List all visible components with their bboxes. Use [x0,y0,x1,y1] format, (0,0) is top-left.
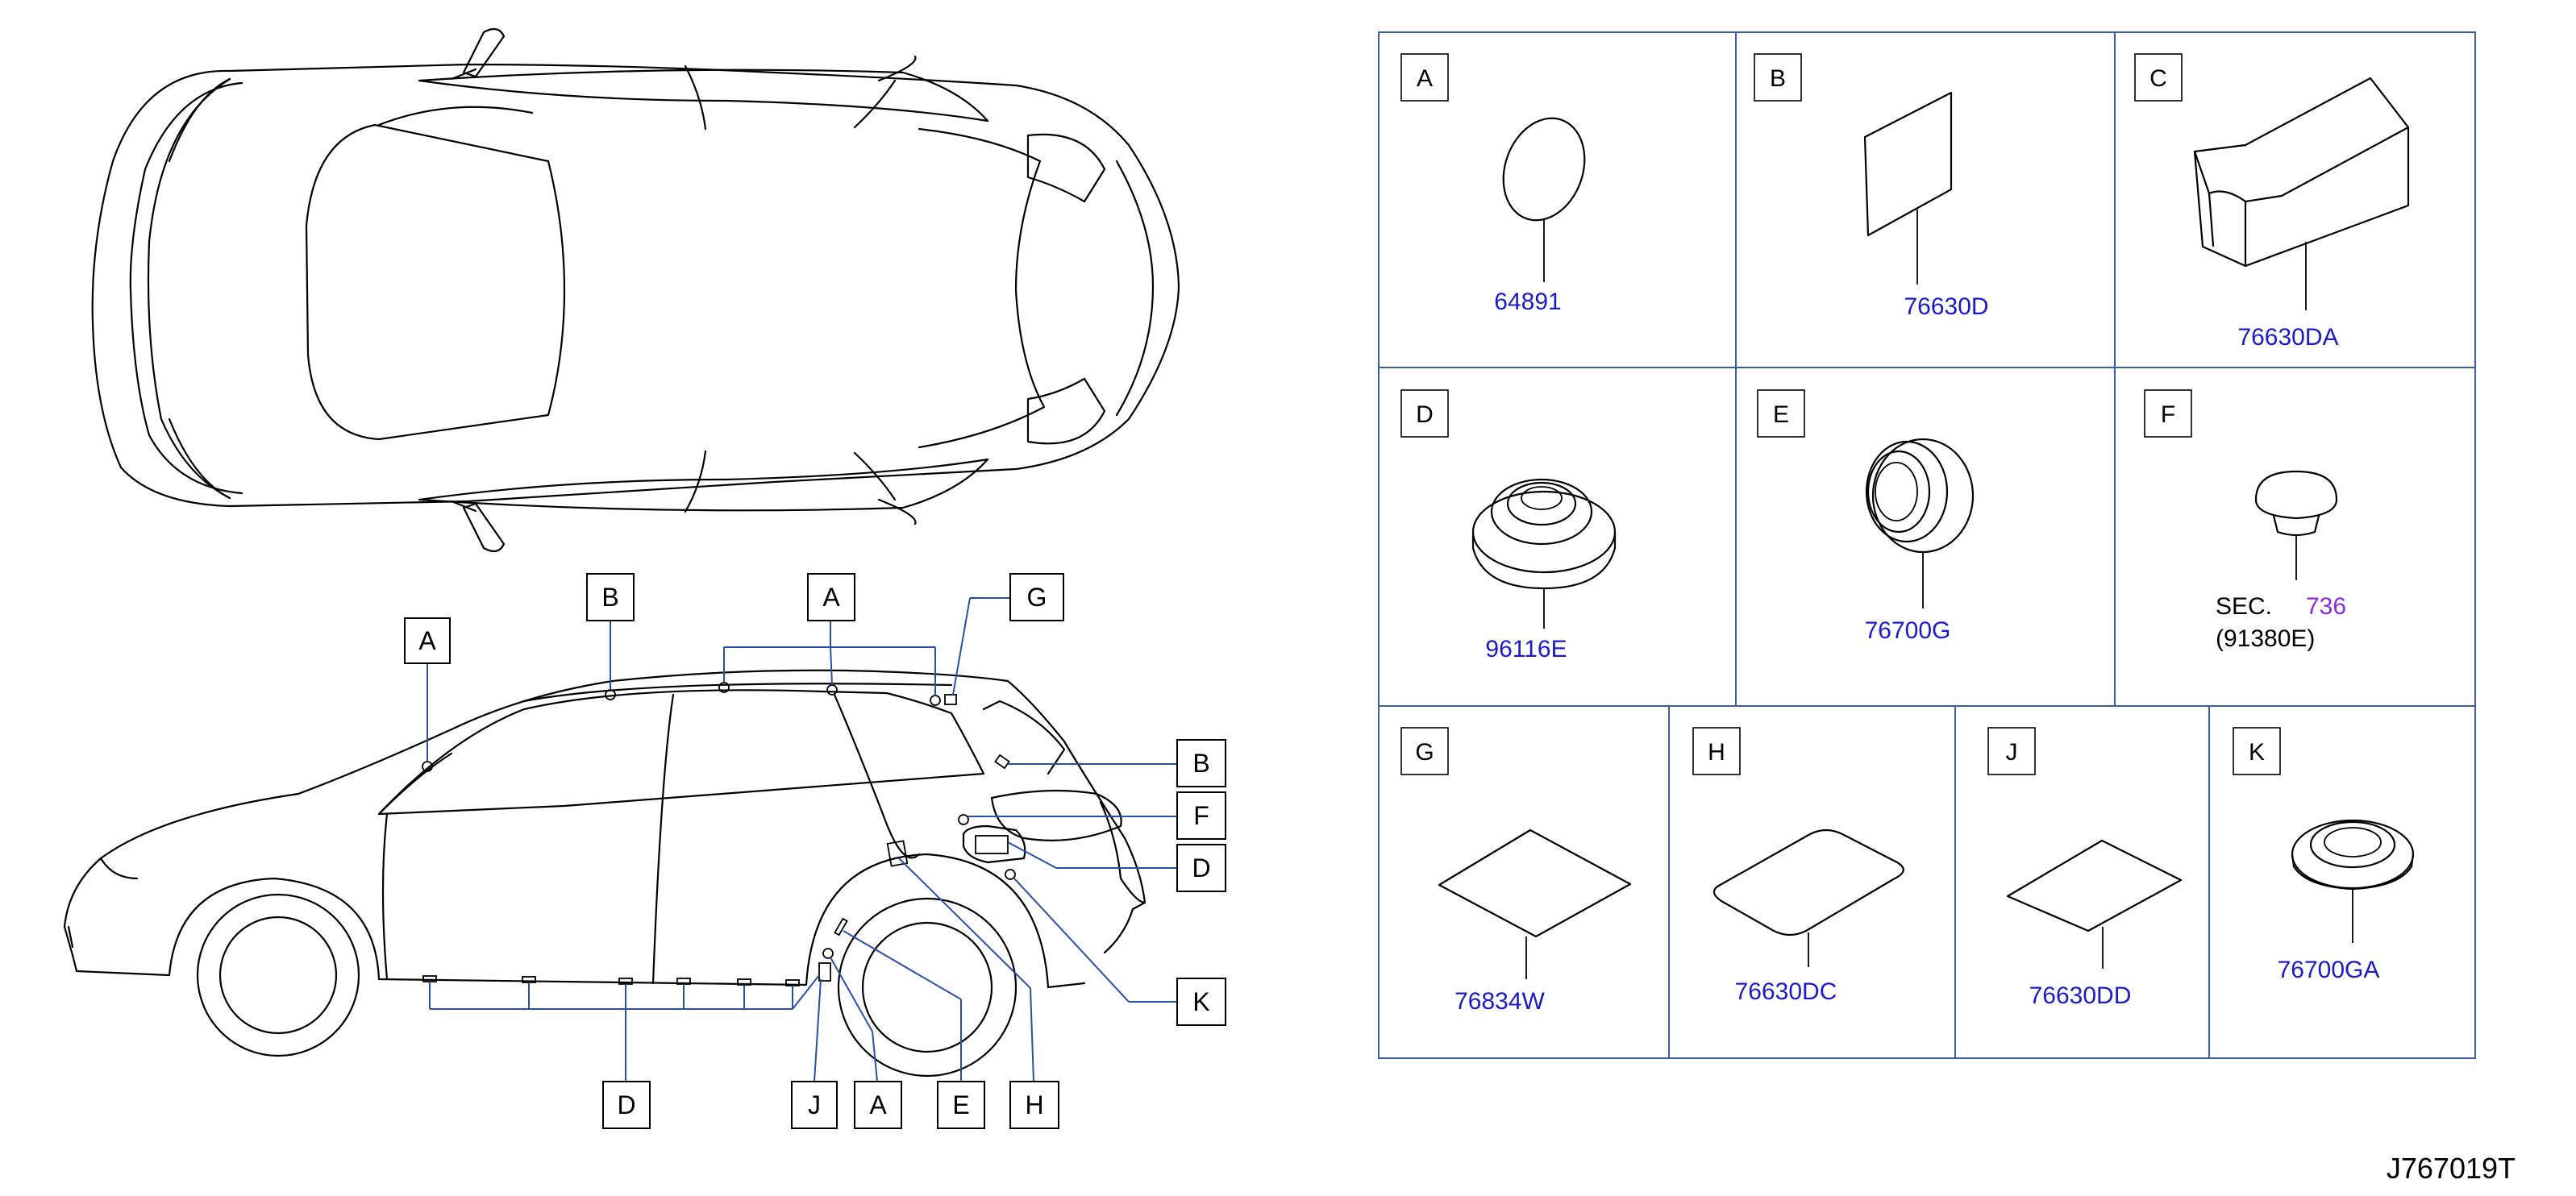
callout-letter: K [1192,987,1209,1016]
cell-letter: G [1415,739,1434,766]
callout-letter: F [1193,801,1209,830]
pad-part-shape [1712,828,1904,936]
part-number: 76630D [1904,293,1988,320]
callout-F: F [1176,791,1226,840]
part-number: 64891 [1494,289,1561,315]
part-number: 76834W [1454,988,1545,1015]
part-number: 76630DA [2237,324,2338,351]
callout-letter: B [601,583,618,612]
cell-K: K 76700GA [2233,727,2415,983]
callout-letter: B [1192,749,1209,778]
diagram-code: J767019T [2387,1152,2516,1185]
cell-letter: K [2249,739,2265,766]
parts-grid [1378,31,2476,1059]
callout-D-fuel: D [1176,844,1226,892]
cell-H: H 76630DC [1692,727,1904,1005]
part-number: 96116E [1485,636,1567,662]
part-number: 76700G [1865,617,1951,644]
callout-D-rocker: D [602,1081,651,1129]
cell-D: D 96116E [1400,389,1617,662]
car-top-view [91,27,1180,553]
plug-part-shape [2254,470,2338,537]
cell-letter: F [2161,401,2175,428]
sec-number: 736 [2306,593,2346,620]
cell-A: A 64891 [1400,53,1586,315]
callout-letter: A [869,1090,887,1119]
pad-part-shape [1438,828,1632,938]
cell-letter: E [1773,401,1789,428]
sec-label: SEC. [2216,593,2272,620]
part-number: 76630DD [2029,982,2132,1009]
callout-B-roof: B [586,573,635,621]
callout-K: K [1176,978,1226,1026]
callout-A-wheel: A [854,1081,902,1129]
callout-letter: A [418,626,436,655]
callout-letter: E [952,1090,969,1119]
cell-F: F SEC. 736 (91380E) [2144,389,2346,652]
callout-letter: D [617,1090,635,1119]
callout-letter: D [1192,853,1210,882]
car-side-view [63,669,1147,1078]
cell-letter: D [1416,401,1434,428]
callout-letter: A [822,583,840,612]
pad-part-shape [2006,839,2183,932]
callout-letter: H [1025,1090,1043,1119]
cell-C: C 76630DA [2134,53,2410,351]
callout-J: J [791,1081,838,1129]
seal-part-shape [1502,117,1586,222]
grommet-part-shape [1471,478,1617,590]
cell-letter: H [1708,739,1725,766]
cell-G: G 76834W [1400,727,1632,1015]
callout-letter: J [808,1090,821,1119]
callout-letter: G [1027,583,1047,612]
cell-letter: A [1417,65,1433,92]
leader-lines [427,597,1177,1082]
cell-E: E 76700G [1757,389,1975,644]
callout-E: E [937,1081,985,1129]
cell-B: B 76630D [1754,53,1989,320]
part-number: 76630DC [1735,978,1837,1005]
callout-H: H [1009,1081,1059,1129]
cell-letter: J [2006,739,2018,766]
grommet-part-shape [1865,438,1975,554]
block-part-shape [2193,77,2410,268]
part-number: 76700GA [2278,957,2380,983]
callout-G: G [1009,573,1064,621]
pad-part-shape [1863,91,1953,237]
callout-B-quarter: B [1176,739,1226,787]
cell-letter: B [1770,65,1786,92]
grommet-part-shape [2291,819,2415,891]
callout-A-roof: A [807,573,855,621]
cell-letter: C [2149,65,2167,92]
part-number: (91380E) [2216,625,2315,652]
cell-J: J 76630DD [1987,727,2183,1009]
callout-A-windscreen: A [404,617,451,664]
